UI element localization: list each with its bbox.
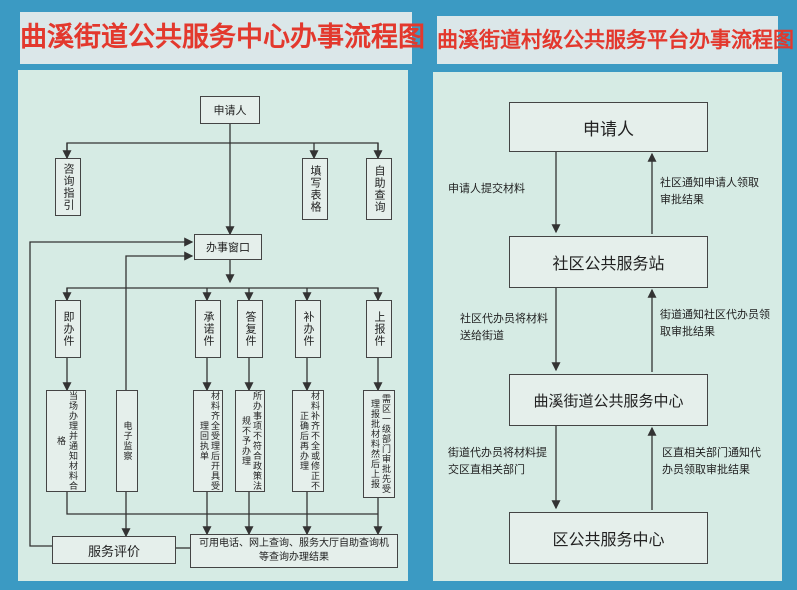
node-applicant: 申请人: [200, 96, 260, 124]
node-r-community-station: 社区公共服务站: [509, 236, 708, 288]
right-flowchart-panel: [433, 72, 782, 581]
edge-label-community-send: 社区代办员将材料送给街道: [460, 312, 548, 342]
node-commit-detail: 材料齐全受理后开具受理回执单: [193, 390, 223, 492]
node-immediate: 即办件: [55, 300, 81, 358]
edge-label-submit-materials: 申请人提交材料: [448, 182, 525, 195]
node-commit: 承诺件: [195, 300, 221, 358]
node-evaluation: 服务评价: [52, 536, 176, 564]
edge-label-street-notify: 街道通知社区代办员领取审批结果: [660, 308, 770, 338]
edge-label-community-notify: 社区通知申请人领取审批结果: [660, 176, 759, 206]
left-chart-title: 曲溪街道公共服务中心办事流程图: [20, 12, 425, 64]
node-r-street-center: 曲溪街道公共服务中心: [509, 374, 708, 426]
node-window: 办事窗口: [194, 234, 262, 260]
node-self-query: 自助查询: [366, 158, 392, 220]
node-fill-form: 填写表格: [302, 158, 328, 220]
node-supplement: 补办件: [295, 300, 321, 358]
edge-label-street-submit: 街道代办员将材料提交区直相关部门: [448, 446, 547, 476]
node-e-monitor: 电子监察: [116, 390, 138, 492]
node-report: 上报件: [366, 300, 392, 358]
node-immediate-detail: 当场办理并通知材料合格: [46, 390, 86, 492]
node-reply: 答复件: [237, 300, 263, 358]
right-chart-title: 曲溪街道村级公共服务平台办事流程图: [437, 16, 794, 64]
node-supplement-detail: 材料补齐不全或修正不正确后再办理: [292, 390, 324, 492]
edge-label-district-notify: 区直相关部门通知代办员领取审批结果: [662, 446, 761, 476]
node-reply-detail: 所办事项不符合政策法规不予办理: [235, 390, 265, 492]
node-query-result: 可用电话、网上查询、服务大厅自助查询机等查询办理结果: [190, 534, 398, 568]
node-consult: 咨询指引: [55, 158, 81, 216]
node-report-detail: 需区一级部门审批先受理报批材料然后上报: [363, 390, 395, 498]
node-r-district-center: 区公共服务中心: [509, 512, 708, 564]
node-r-applicant: 申请人: [509, 102, 708, 152]
